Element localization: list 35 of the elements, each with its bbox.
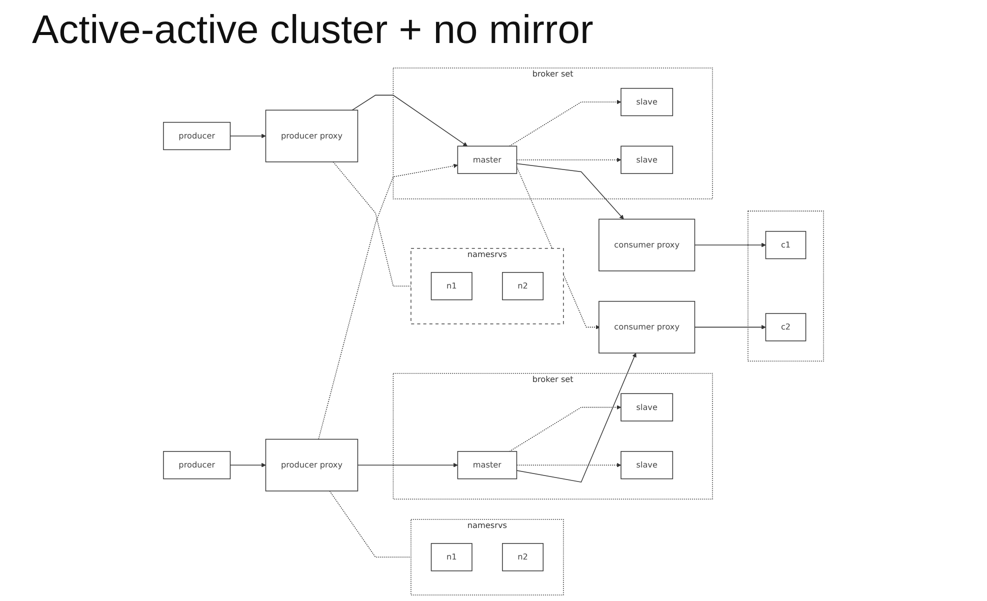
arrow — [516, 462, 622, 468]
arrow — [357, 462, 458, 468]
arrow — [516, 163, 624, 220]
node-box: producer — [163, 122, 231, 150]
arrow — [516, 158, 622, 162]
cluster — [748, 210, 824, 362]
arrow — [230, 134, 266, 138]
arrow — [352, 94, 468, 146]
node-box: n1 — [430, 272, 472, 300]
node-box: n2 — [502, 272, 544, 300]
arrow — [509, 100, 622, 147]
node-box: n1 — [430, 543, 472, 572]
node-box: slave — [620, 88, 674, 116]
arrow — [230, 462, 266, 468]
node-box: master — [457, 451, 518, 480]
node-box: slave — [620, 146, 674, 174]
arrow — [694, 242, 766, 248]
arrow — [509, 405, 622, 452]
node-box: consumer proxy — [598, 218, 696, 272]
diagram-title: Active-active cluster + no mirror — [32, 8, 594, 53]
connector — [332, 162, 412, 286]
arrow — [318, 164, 458, 440]
node-box: producer proxy — [265, 438, 358, 492]
node-box: slave — [620, 451, 674, 480]
node-box: n2 — [502, 543, 544, 572]
arrow — [516, 352, 636, 483]
node-box: c1 — [765, 230, 806, 260]
connector — [329, 490, 412, 558]
node-box: producer proxy — [265, 110, 358, 162]
arrow — [694, 324, 766, 330]
node-box: consumer proxy — [598, 300, 696, 354]
node-box: producer — [163, 451, 231, 480]
node-box: slave — [620, 393, 674, 422]
node-box: master — [457, 146, 518, 174]
node-box: c2 — [765, 313, 806, 342]
